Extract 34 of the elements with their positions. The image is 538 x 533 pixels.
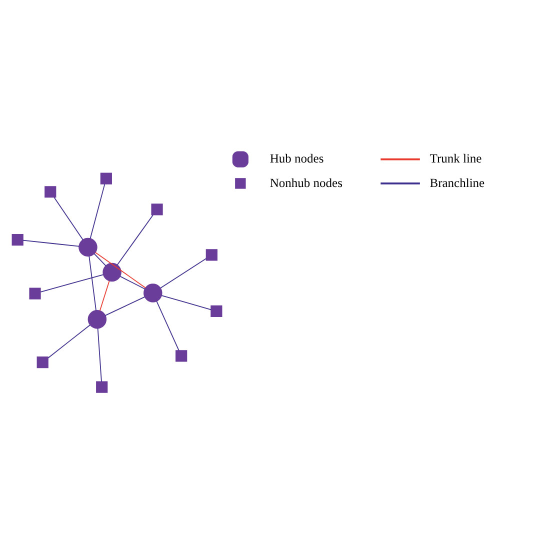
node-box (206, 249, 218, 261)
node-box (36, 356, 48, 368)
connector (40, 274, 104, 292)
connector (156, 300, 180, 351)
connector (97, 328, 102, 382)
node-circle (78, 238, 98, 257)
connector (116, 214, 154, 266)
node-box (210, 305, 222, 317)
connector (120, 276, 146, 290)
legend-label: Nonhub nodes (270, 176, 342, 190)
node-box (29, 288, 41, 300)
node-box (44, 186, 56, 198)
connector (48, 324, 90, 358)
node-box (100, 172, 112, 184)
node-box (151, 204, 163, 216)
node-box (96, 381, 108, 393)
connector (94, 252, 146, 288)
node-circle (144, 284, 162, 302)
legend-label: Trunk line (430, 152, 482, 166)
connector (54, 197, 84, 240)
connector (90, 184, 106, 239)
node-circle (102, 262, 122, 282)
node-circle (88, 310, 107, 329)
connector (88, 256, 96, 311)
connector (94, 253, 106, 266)
connector (160, 258, 207, 288)
connector (22, 240, 80, 247)
node-box (12, 234, 24, 246)
legend-label: Branchline (430, 176, 485, 190)
legend-label: Hub nodes (270, 152, 324, 166)
node-box (176, 350, 188, 362)
connector (99, 280, 110, 312)
connector (104, 296, 146, 316)
connector (161, 295, 212, 310)
